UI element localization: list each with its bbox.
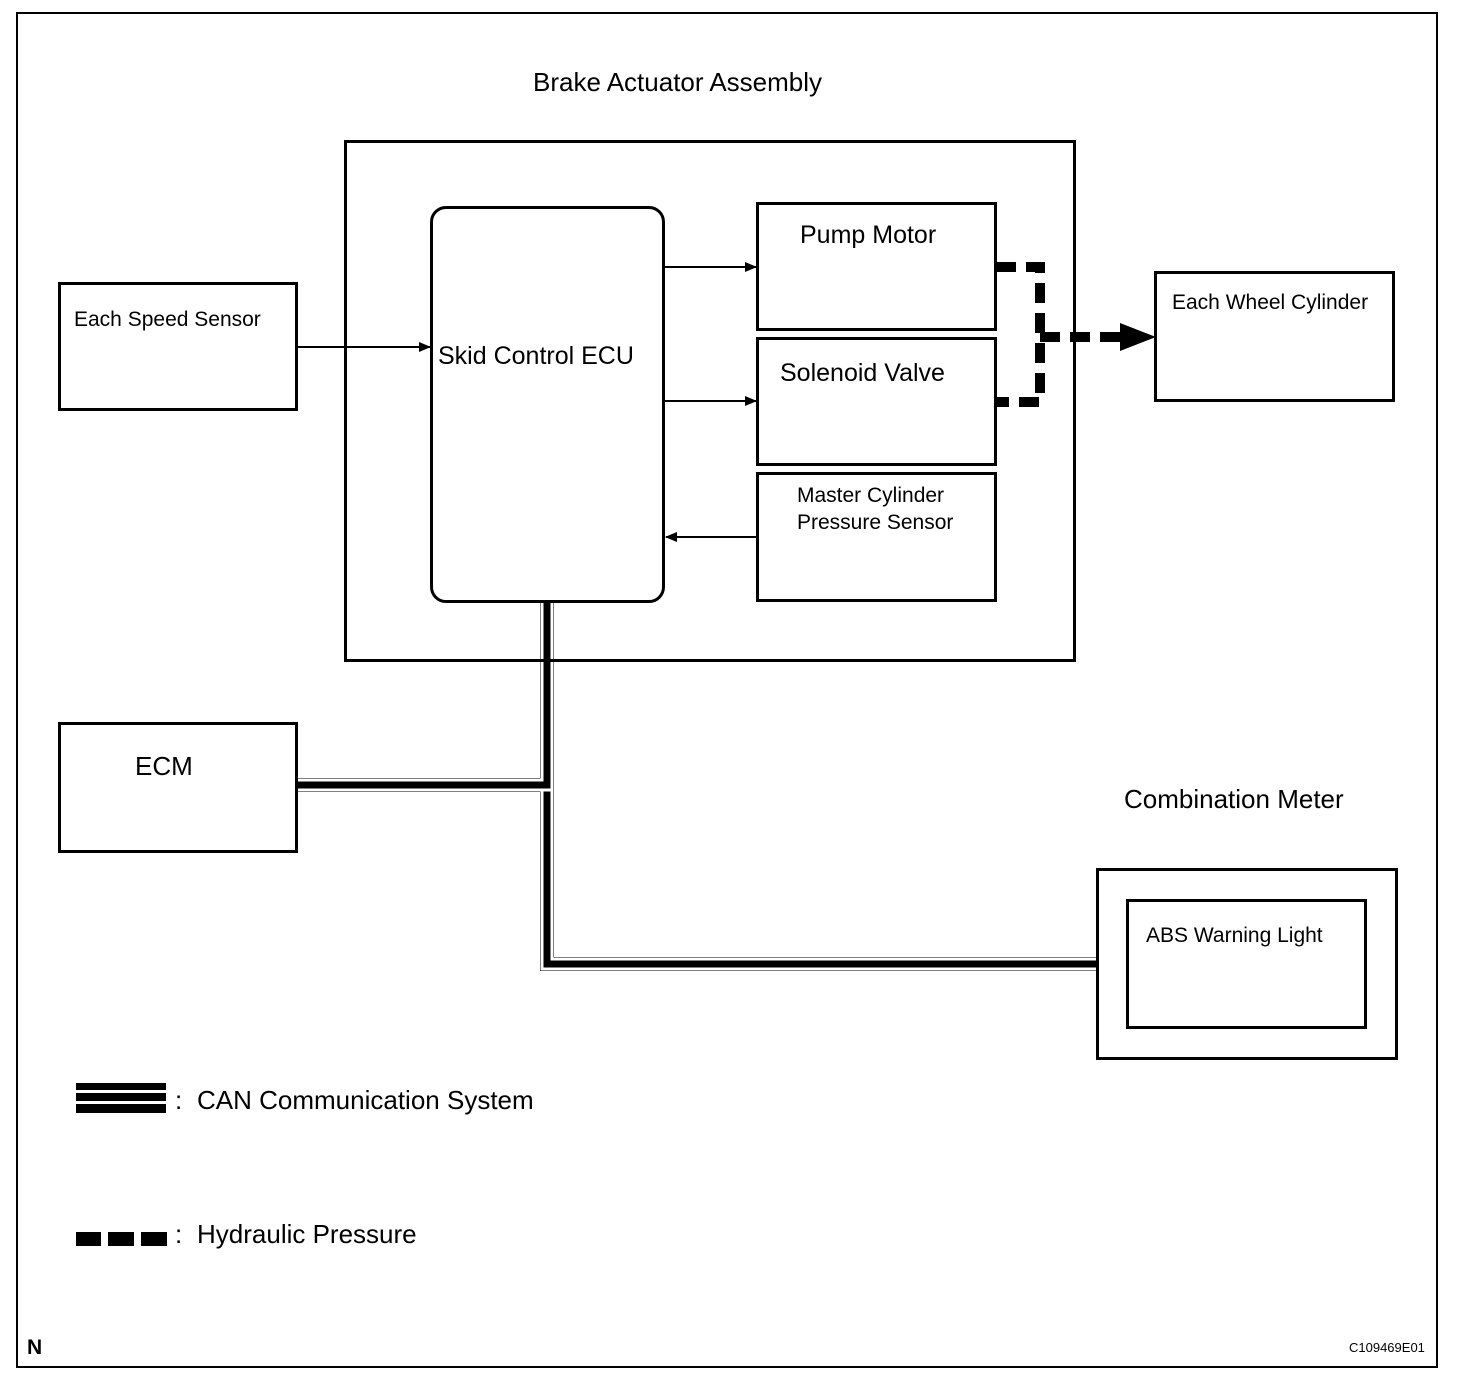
diagram-title: Brake Actuator Assembly	[533, 67, 823, 97]
legend-hydraulic-symbol	[76, 1232, 167, 1246]
master-cylinder-pressure-sensor-box	[756, 472, 997, 602]
legend-can-separator: :	[175, 1085, 183, 1115]
abs-warning-light-label: ABS Warning Light	[1146, 924, 1323, 947]
each-wheel-cylinder-label: Each Wheel Cylinder	[1172, 291, 1369, 314]
pump-motor-box	[756, 202, 997, 331]
diagram-frame	[16, 12, 1438, 1368]
skid-control-ecu-box	[430, 206, 665, 603]
abs-warning-light-box	[1126, 899, 1367, 1029]
solenoid-valve-label: Solenoid Valve	[780, 359, 945, 387]
ecm-label: ECM	[135, 751, 193, 781]
pump-motor-label: Pump Motor	[800, 221, 937, 249]
legend-can-symbol	[76, 1083, 166, 1113]
solenoid-valve-box	[756, 337, 997, 466]
each-speed-sensor-label: Each Speed Sensor	[74, 308, 261, 331]
each-wheel-cylinder-box	[1154, 271, 1395, 402]
corner-mark: N	[27, 1336, 43, 1359]
combination-meter-label: Combination Meter	[1124, 784, 1344, 814]
ecm-box	[58, 722, 298, 853]
combination-meter-box	[1096, 868, 1398, 1060]
each-speed-sensor-box	[58, 282, 298, 411]
hydraulic-arrowhead	[1120, 323, 1156, 351]
hydraulic-pressure-lines	[996, 262, 1122, 407]
legend-hydraulic-separator: :	[175, 1219, 183, 1249]
figure-code: C109469E01	[1349, 1340, 1425, 1355]
skid-control-ecu-label: Skid Control ECU	[438, 342, 634, 370]
master-cylinder-label-line1: Master Cylinder	[797, 484, 945, 507]
legend-can-label: CAN Communication System	[197, 1085, 534, 1115]
brake-actuator-assembly-box	[344, 140, 1076, 662]
legend-hydraulic-label: Hydraulic Pressure	[197, 1219, 417, 1249]
can-bus-lines	[297, 602, 1098, 971]
master-cylinder-label-line2: Pressure Sensor	[797, 511, 954, 534]
